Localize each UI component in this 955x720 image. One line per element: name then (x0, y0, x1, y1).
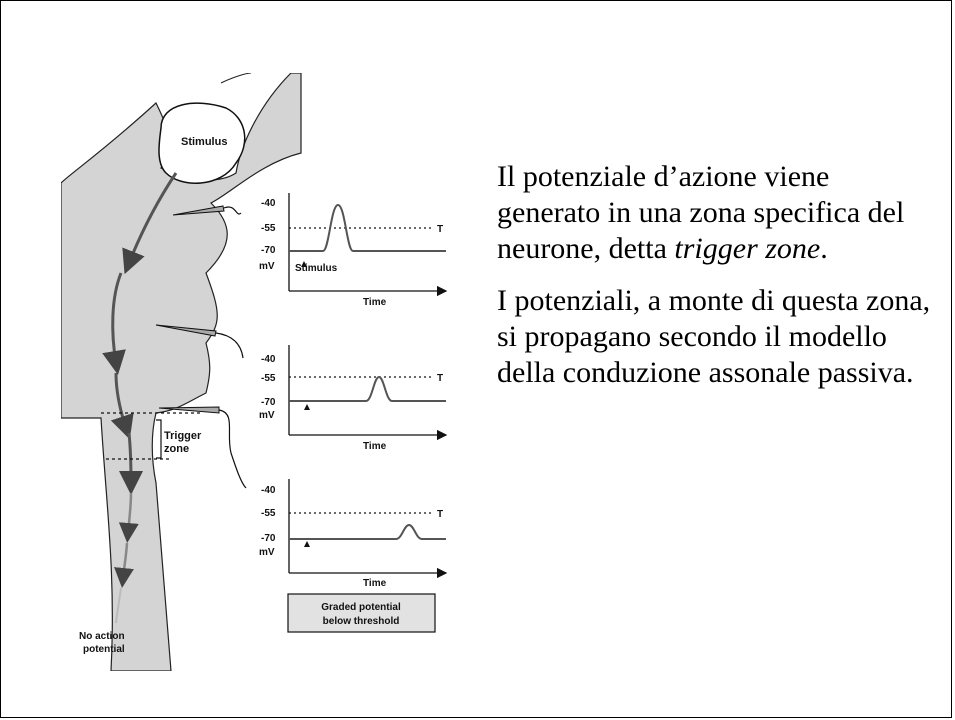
electrode-2 (155, 324, 217, 337)
trigger-label-1: Trigger (164, 430, 202, 442)
graph1-unit: mV (259, 261, 275, 272)
caption-box (287, 593, 436, 633)
stimulus-blob (158, 102, 246, 184)
current-flow-arrows (102, 172, 178, 495)
paragraph-1-end: . (820, 232, 828, 265)
wire-3 (218, 409, 247, 489)
graph1-stimulus-marker (301, 261, 307, 267)
graph2-tick-70: -70 (261, 397, 276, 408)
graph-1: -40 -55 -70 mV T Stimulus Time (259, 193, 448, 308)
graph-2: -40 -55 -70 mV T Time (259, 345, 448, 452)
graph1-x-label: Time (363, 297, 387, 308)
trigger-label-2: zone (164, 443, 189, 455)
trigger-zone-bracket (156, 419, 162, 459)
graded-potential-figure: Stimulus Trigger zone (61, 73, 471, 671)
graph1-trace (289, 203, 446, 252)
graph1-tick-40: -40 (261, 198, 276, 209)
neuron-diagram: Stimulus Trigger zone (61, 73, 471, 671)
caption-line-1: Graded potential (321, 602, 401, 613)
graph3-unit: mV (259, 547, 275, 558)
stimulus-label: Stimulus (181, 136, 227, 148)
graph3-x-label: Time (363, 578, 387, 589)
graph1-tick-70: -70 (261, 245, 276, 256)
graph2-stimulus-marker (304, 404, 310, 410)
trigger-zone-term: trigger zone (674, 232, 821, 265)
graph1-stimulus-label: Stimulus (295, 263, 338, 274)
wire-1 (223, 206, 242, 215)
fading-arrows (114, 492, 139, 588)
graph1-threshold-label: T (437, 224, 443, 235)
graph2-x-label: Time (363, 441, 387, 452)
graph3-stimulus-marker (304, 541, 310, 547)
graph3-trace (289, 523, 446, 540)
graph3-tick-55: -55 (261, 508, 276, 519)
paragraph-2: I potenziali, a monte di questa zona, si… (497, 284, 931, 389)
graph2-tick-40: -40 (261, 354, 276, 365)
graph2-threshold-label: T (437, 373, 443, 384)
graph3-tick-70: -70 (261, 533, 276, 544)
no-ap-label-2: potential (83, 644, 125, 655)
wire-2 (215, 332, 244, 359)
caption-line-2: below threshold (323, 616, 400, 627)
faded-arrow (115, 587, 122, 624)
no-ap-label-1: No action (79, 631, 125, 642)
graph2-unit: mV (259, 410, 275, 421)
graph1-tick-55: -55 (261, 223, 276, 234)
paragraph-1-text: Il potenziale d’azione viene generato in… (497, 160, 905, 265)
graph2-tick-55: -55 (261, 373, 276, 384)
graph-3: -40 -55 -70 mV T Time (259, 479, 448, 589)
graph2-trace (289, 375, 446, 402)
paragraph-1: Il potenziale d’azione viene generato in… (497, 159, 937, 267)
graph3-tick-40: -40 (261, 485, 276, 496)
graph3-threshold-label: T (437, 509, 443, 520)
electrode-1 (172, 205, 225, 216)
explanation-text: Il potenziale d’azione viene generato in… (497, 159, 937, 407)
